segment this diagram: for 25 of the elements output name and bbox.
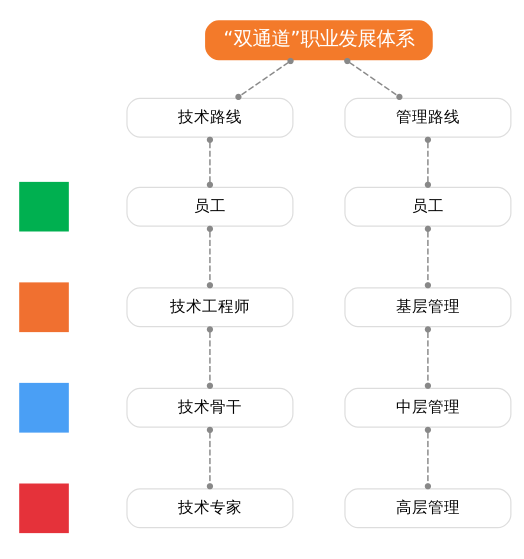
node-box: 员工 xyxy=(344,186,512,226)
node-box: 员工 xyxy=(126,186,294,226)
node-box: 基层管理 xyxy=(344,286,512,327)
connector xyxy=(206,426,214,489)
node-box: 高层管理 xyxy=(344,488,512,528)
connector xyxy=(424,326,432,388)
node-person xyxy=(16,178,72,234)
node-box: 技术骨干 xyxy=(126,387,294,428)
node-box: 技术路线 xyxy=(126,97,294,138)
connector xyxy=(424,225,432,288)
node-box: 管理路线 xyxy=(344,97,512,138)
connector xyxy=(235,57,294,100)
connector xyxy=(206,225,214,288)
node-person xyxy=(16,480,72,536)
connector xyxy=(424,136,432,188)
connector xyxy=(206,136,214,188)
node-person xyxy=(16,380,72,434)
node-box: 中层管理 xyxy=(344,387,512,428)
node-box: 技术工程师 xyxy=(126,286,294,327)
node-box: 技术专家 xyxy=(126,488,294,528)
connector xyxy=(344,57,403,100)
node-box: “双通道”职业发展体系 xyxy=(205,20,433,60)
node-person xyxy=(16,280,72,334)
connector xyxy=(206,326,214,388)
connector xyxy=(424,426,432,489)
